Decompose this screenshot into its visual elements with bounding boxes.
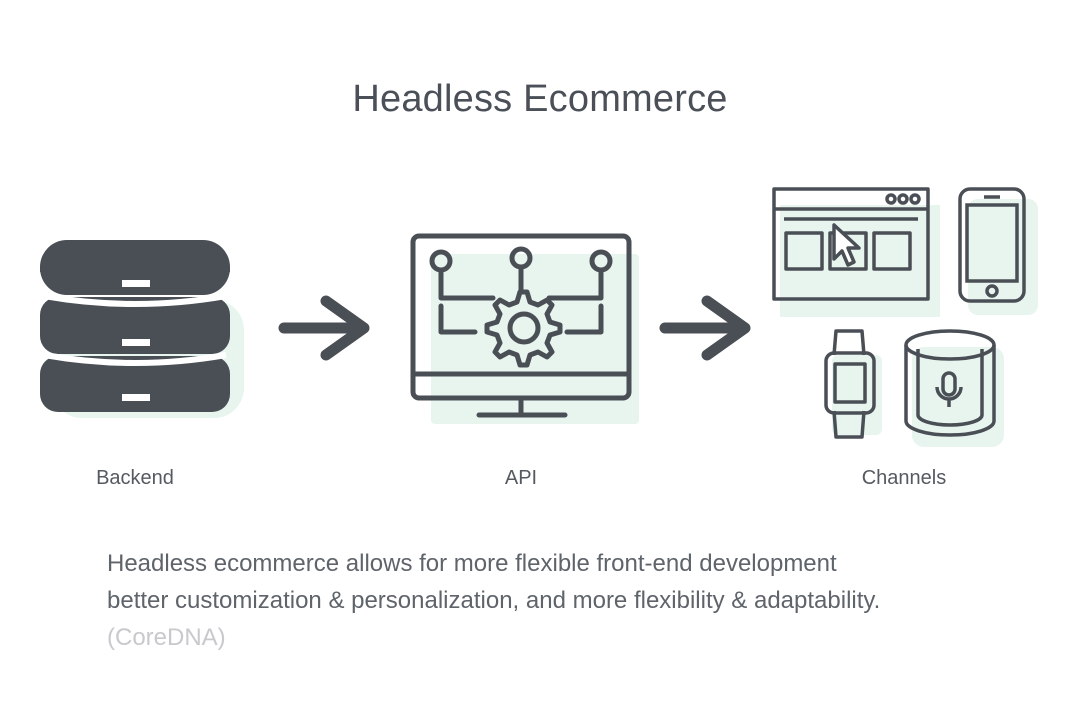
smart-speaker-icon: [904, 329, 1004, 447]
description: Headless ecommerce allows for more flexi…: [107, 545, 1007, 656]
description-line-2: better customization & personalization, …: [107, 587, 881, 614]
api-label: API: [504, 467, 538, 489]
arrow-right-icon: [659, 295, 751, 361]
description-source: (CoreDNA): [107, 624, 226, 651]
smartwatch-icon: [824, 329, 882, 439]
smartphone-icon: [958, 187, 1038, 315]
diagram-title: Headless Ecommerce: [352, 78, 728, 120]
arrow-right-icon: [278, 295, 370, 361]
description-line-1: Headless ecommerce allows for more flexi…: [107, 550, 837, 577]
channels-label: Channels: [861, 467, 947, 489]
browser-window-icon: [772, 187, 940, 317]
database-icon: [40, 240, 244, 418]
backend-label: Backend: [96, 467, 174, 489]
monitor-gear-icon: [410, 233, 639, 424]
